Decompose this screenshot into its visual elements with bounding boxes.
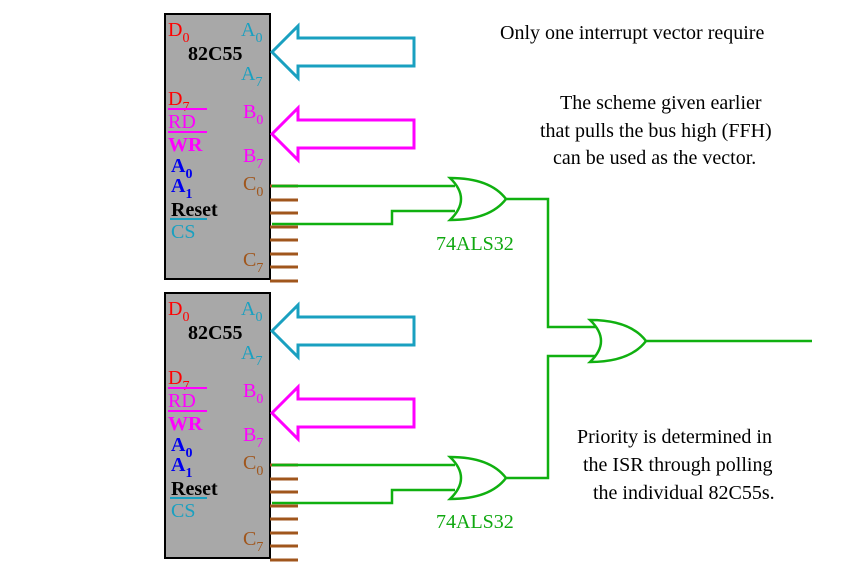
pin-pb0-label: B0 — [243, 380, 263, 407]
pin-cs-label: CS — [171, 221, 195, 243]
chip-name: 82C55 — [188, 43, 242, 65]
chip-82c55-top: D0 82C55 D7 RD WR A0 A1 Reset CS A0 A7 B… — [163, 12, 300, 283]
pin-wr-label: WR — [168, 413, 203, 435]
pin-reset-label: Reset — [171, 478, 218, 500]
wire-bottom-or-out — [505, 354, 596, 480]
pin-pa0-label: A0 — [241, 19, 262, 46]
pin-pa7-label: A7 — [241, 63, 262, 90]
pin-a0-label: A0 — [171, 434, 192, 461]
note-scheme-line1: The scheme given earlier — [560, 92, 762, 114]
pin-pb7-label: B7 — [243, 145, 263, 172]
note-priority-line3: the individual 82C55s. — [593, 482, 775, 504]
gate-label-top: 74ALS32 — [436, 233, 514, 255]
pin-pa0-label: A0 — [241, 298, 262, 325]
wire-top-or-out — [505, 197, 596, 329]
pin-wr-label: WR — [168, 134, 203, 156]
port-a-arrow-bottom — [269, 301, 416, 361]
note-priority-line1: Priority is determined in — [577, 426, 772, 448]
pin-d7-label: D7 — [168, 88, 189, 115]
pin-a0-label: A0 — [171, 155, 192, 182]
pin-rd-label: RD — [168, 111, 196, 133]
wire-bottom-c-in2 — [272, 488, 455, 505]
pin-pc0-label: C0 — [243, 173, 263, 200]
pin-d0-label: D0 — [168, 298, 189, 325]
pin-pa7-label: A7 — [241, 342, 262, 369]
pin-cs-label: CS — [171, 500, 195, 522]
or-gate-bottom — [446, 455, 508, 501]
wiring — [272, 184, 812, 505]
port-b-arrow-bottom — [269, 383, 416, 443]
pin-pb0-label: B0 — [243, 101, 263, 128]
port-a-arrow-top — [269, 22, 416, 82]
port-b-arrow-top — [269, 104, 416, 164]
pin-a1-label: A1 — [171, 175, 192, 202]
pin-d7-label: D7 — [168, 367, 189, 394]
pin-pc7-label: C7 — [243, 528, 263, 555]
note-priority-line2: the ISR through polling — [583, 454, 772, 476]
chip-82c55-bottom: D0 82C55 D7 RD WR A0 A1 Reset CS A0 A7 B… — [163, 291, 300, 562]
pin-pb7-label: B7 — [243, 424, 263, 451]
gate-label-bottom: 74ALS32 — [436, 511, 514, 533]
pin-pc7-label: C7 — [243, 249, 263, 276]
wire-top-c-in2 — [272, 209, 455, 226]
note-scheme-line2: that pulls the bus high (FFH) — [540, 120, 772, 142]
or-gate-final — [586, 318, 648, 364]
pin-rd-label: RD — [168, 390, 196, 412]
note-vector: Only one interrupt vector require — [500, 22, 764, 44]
pin-a1-label: A1 — [171, 454, 192, 481]
pin-d0-label: D0 — [168, 19, 189, 46]
chip-name: 82C55 — [188, 322, 242, 344]
pin-reset-label: Reset — [171, 199, 218, 221]
pin-pc0-label: C0 — [243, 452, 263, 479]
or-gate-top — [446, 176, 508, 222]
note-scheme-line3: can be used as the vector. — [553, 147, 756, 169]
